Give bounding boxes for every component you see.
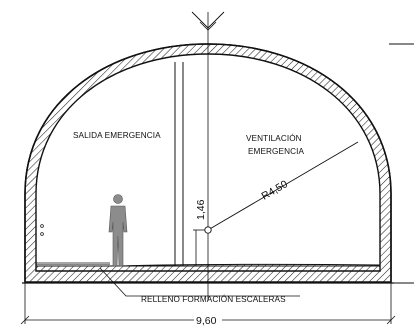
salida-emergencia-label: SALIDA EMERGENCIA: [73, 131, 161, 140]
radius-line: [207, 141, 359, 231]
axis-arrow-marker: [191, 11, 225, 29]
lining-mark: [40, 232, 44, 236]
relleno-label: RELLENO FORMACIÓN ESCALERAS: [141, 294, 286, 304]
person-figure: [108, 194, 128, 267]
centre-point: [204, 226, 212, 234]
width-label: 9,60: [196, 315, 217, 327]
radius-label: R4,50: [260, 178, 290, 202]
axis-arrow-marker-inner: [199, 21, 217, 31]
width-dim-tick-left: [20, 315, 30, 325]
relleno-leader-line: [99, 267, 300, 297]
emergencia-label: EMERGENCIA: [248, 147, 304, 156]
width-dim-tick-right: [386, 315, 396, 325]
width-label-mask: [194, 313, 222, 327]
lining-mark: [40, 224, 44, 228]
ventilacion-label: VENTILACIÓN: [246, 133, 302, 143]
height-label: 1,46: [195, 199, 207, 220]
